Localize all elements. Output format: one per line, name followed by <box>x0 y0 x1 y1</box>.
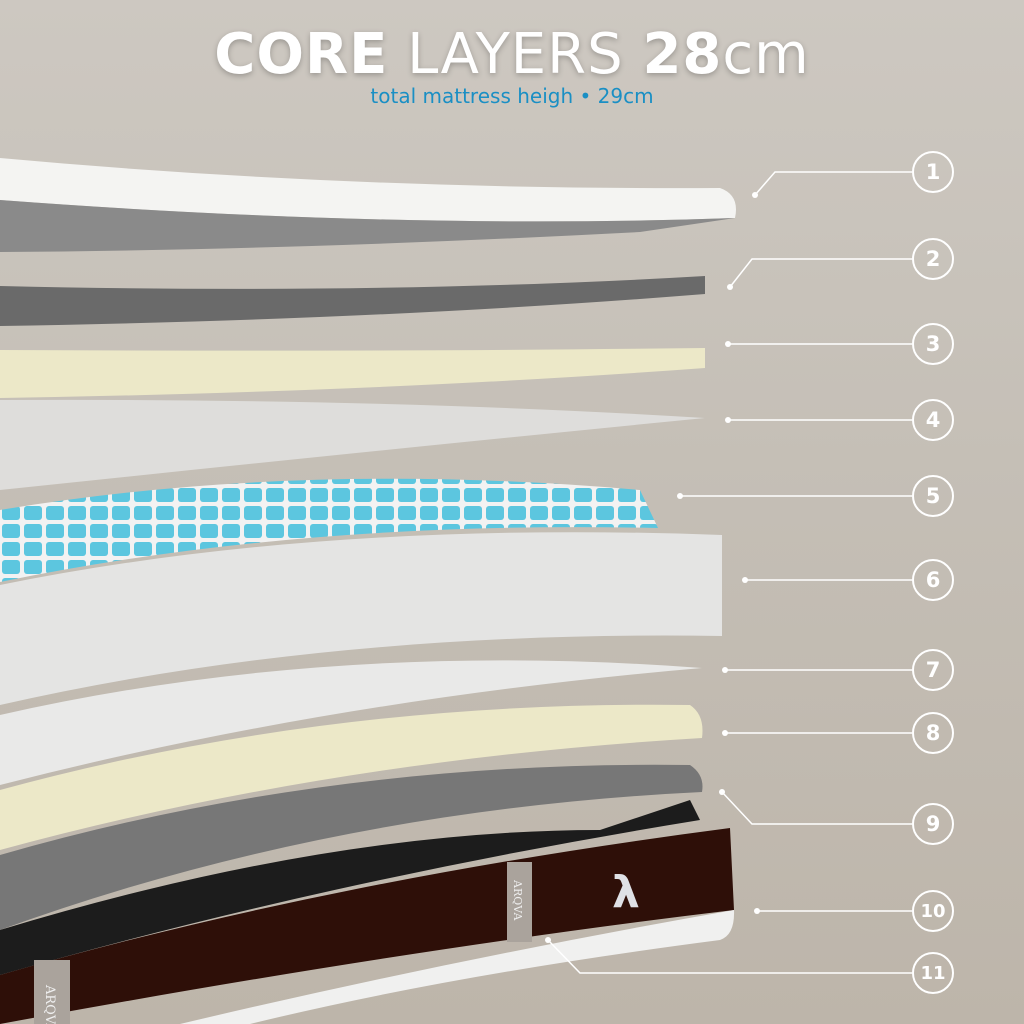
layer-2-grey-foam <box>0 276 705 326</box>
layer-3-cream-foam <box>0 348 705 398</box>
layer-4-fabric <box>0 399 705 490</box>
callout-3: 3 <box>912 323 954 365</box>
title-height: 28 <box>642 22 723 87</box>
callout-11: 11 <box>912 952 954 994</box>
callout-dots <box>545 192 760 943</box>
title-unit: cm <box>722 22 810 87</box>
layer-1-underside <box>0 200 735 252</box>
callout-7: 7 <box>912 649 954 691</box>
callout-9: 9 <box>912 803 954 845</box>
brand-logo: λ <box>612 867 640 918</box>
subtitle: total mattress heigh • 29cm <box>370 84 654 108</box>
layer-11-cover-base <box>180 910 735 1024</box>
callout-8: 8 <box>912 712 954 754</box>
layer-1-topper <box>0 158 736 222</box>
layer-10-cover-interior <box>0 800 700 975</box>
callout-2: 2 <box>912 238 954 280</box>
title-core: CORE <box>214 22 389 87</box>
brand-tag <box>507 862 532 942</box>
title-layers: LAYERS <box>407 22 624 87</box>
layer-5-pocket-springs <box>0 478 658 582</box>
brand-tag <box>34 960 70 1024</box>
layer-8-cream-foam <box>0 704 703 850</box>
brand-tag-label: ARQVA <box>42 984 57 1024</box>
callout-lines <box>547 171 912 974</box>
callout-10: 10 <box>912 890 954 932</box>
layer-9-grey-foam <box>0 764 703 930</box>
layer-10-cover-side <box>0 828 734 1024</box>
callout-1: 1 <box>912 151 954 193</box>
callout-6: 6 <box>912 559 954 601</box>
page-title: CORE LAYERS 28cm <box>0 22 1024 88</box>
brand-tag-label: ARQVA <box>511 879 524 921</box>
callout-5: 5 <box>912 475 954 517</box>
callout-4: 4 <box>912 399 954 441</box>
layer-6-foam-base <box>0 532 722 705</box>
layer-7-fabric <box>0 660 702 785</box>
